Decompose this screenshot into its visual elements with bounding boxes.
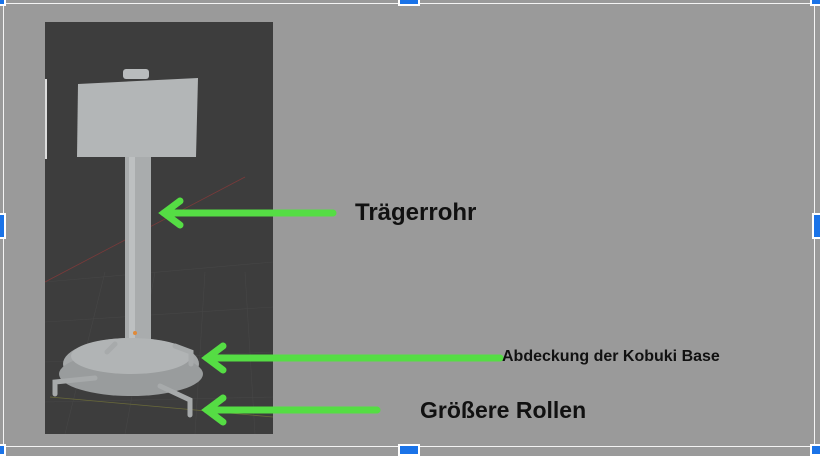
label-wheels: Größere Rollen: [420, 397, 587, 423]
resize-handle-top-left[interactable]: [0, 0, 6, 6]
robot-model-illustration: [45, 69, 273, 434]
arrow-cover: [201, 342, 504, 374]
robot-3d-render: [45, 22, 273, 434]
arrow-tube: [158, 197, 337, 229]
arrow-wheels: [201, 394, 381, 426]
label-tube: Trägerrohr: [355, 199, 477, 226]
resize-handle-right[interactable]: [812, 213, 820, 239]
resize-handle-top[interactable]: [398, 0, 420, 6]
resize-handle-left[interactable]: [0, 213, 6, 239]
resize-handle-top-right[interactable]: [810, 0, 820, 6]
label-cover: Abdeckung der Kobuki Base: [502, 348, 720, 365]
